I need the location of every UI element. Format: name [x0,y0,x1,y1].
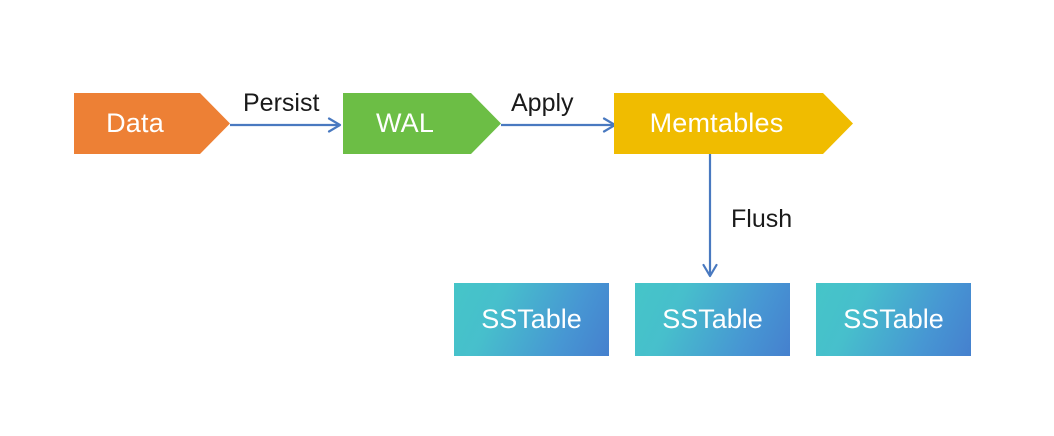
node-label-memtables: Memtables [649,108,784,138]
node-label-sstable-2: SSTable [662,304,763,334]
node-label-wal: WAL [375,108,435,138]
node-memtables[interactable]: Memtables [614,93,853,154]
connector-apply [501,117,617,133]
chevron-shape-memtables [614,93,853,154]
edge-label-persist: Persist [243,89,320,117]
connector-flush [702,154,718,278]
edge-label-flush: Flush [731,205,793,233]
chevron-shape-data [74,93,230,154]
connector-persist [230,117,342,133]
node-label-sstable-3: SSTable [843,304,944,334]
node-data[interactable]: Data [74,93,230,154]
node-wal[interactable]: WAL [343,93,501,154]
node-sstable-3[interactable]: SSTable [816,283,971,356]
chevron-shape-wal [343,93,501,154]
node-label-sstable-1: SSTable [481,304,582,334]
node-label-data: Data [106,108,164,138]
node-sstable-2[interactable]: SSTable [635,283,790,356]
node-sstable-1[interactable]: SSTable [454,283,609,356]
edge-label-apply: Apply [511,89,574,117]
